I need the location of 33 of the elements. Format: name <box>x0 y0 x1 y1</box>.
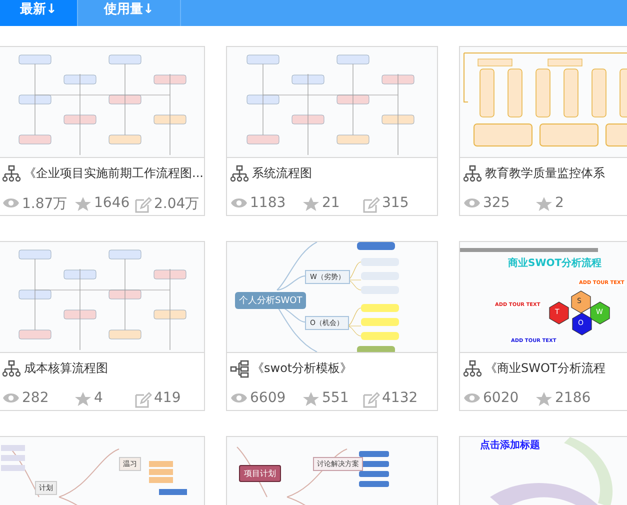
stat-number: 4132 <box>382 390 418 406</box>
stat-number: 282 <box>22 390 49 406</box>
template-card <box>459 241 627 411</box>
stat-number: 6020 <box>483 390 519 406</box>
template-card <box>0 241 205 411</box>
stat-number: 2186 <box>555 390 591 406</box>
template-card <box>0 46 205 216</box>
thumbnail-text: 商业SWOT分析流程 <box>508 256 602 270</box>
stat-number: 6609 <box>250 390 286 406</box>
stat-number: 419 <box>154 390 181 406</box>
card-title: 系统流程图 <box>252 165 312 182</box>
card-title: 《企业项目实施前期工作流程图... <box>24 165 204 182</box>
stat-number: 1646 <box>94 195 130 211</box>
thumbnail-text: 项目计划 <box>239 465 281 482</box>
template-card <box>226 46 438 216</box>
stat-number: 315 <box>382 195 409 211</box>
card-title: 成本核算流程图 <box>24 360 108 377</box>
stat-number: 4 <box>94 390 103 406</box>
stat-number: 21 <box>322 195 340 211</box>
stat-number: 551 <box>322 390 349 406</box>
stat-number: 2 <box>555 195 564 211</box>
template-card <box>459 46 627 216</box>
card-title: 《swot分析模板》 <box>252 360 352 377</box>
thumbnail-text: 个人分析SWOT <box>235 292 306 309</box>
stat-number: 2.04万 <box>154 195 200 213</box>
stat-number: 1183 <box>250 195 286 211</box>
card-title: 《商业SWOT分析流程 <box>485 360 606 377</box>
card-title: 教育教学质量监控体系 <box>485 165 605 182</box>
stat-number: 1.87万 <box>22 195 68 213</box>
stat-number: 325 <box>483 195 510 211</box>
thumbnail-text: 点击添加标题 <box>480 438 540 452</box>
sort-tab: 最新↓ <box>0 0 78 26</box>
template-card <box>226 241 438 411</box>
